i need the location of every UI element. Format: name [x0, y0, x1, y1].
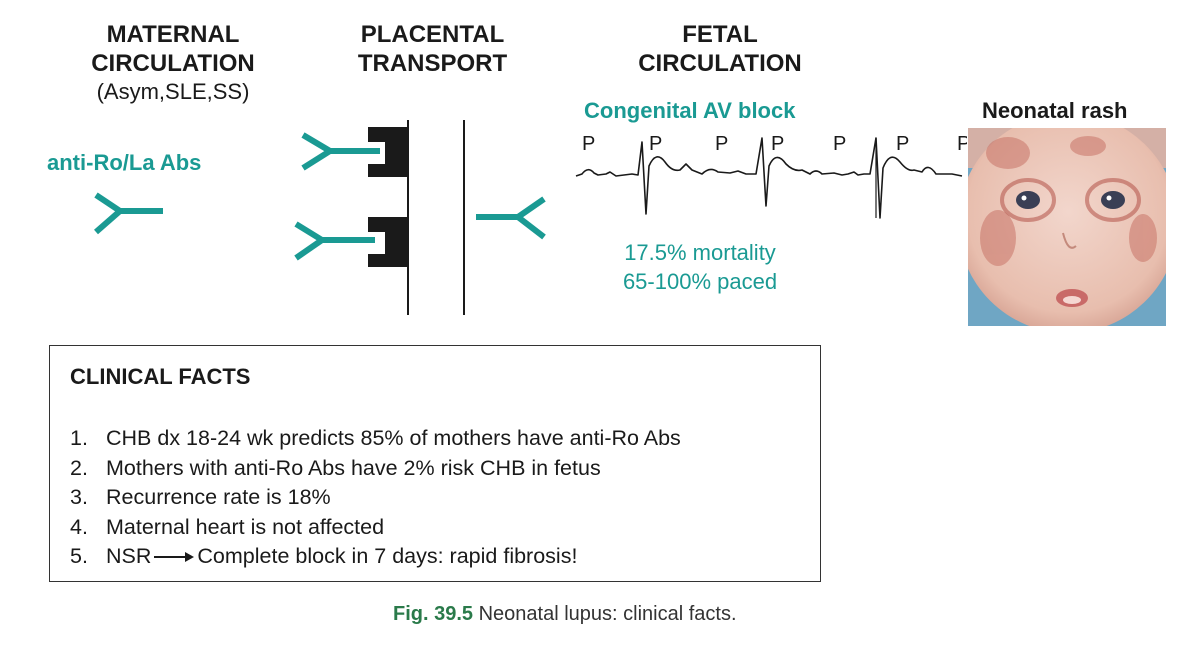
- ecg-p-label-2: P: [649, 133, 662, 155]
- maternal-header-line1: MATERNAL: [106, 21, 240, 48]
- stats-block: 17.5% mortality 65-100% paced: [580, 238, 820, 296]
- figure-caption: Fig. 39.5 Neonatal lupus: clinical facts…: [393, 603, 737, 626]
- list-item-text: Mothers with anti-Ro Abs have 2% risk CH…: [106, 455, 601, 480]
- fetal-header-line1: FETAL: [682, 21, 758, 48]
- paced-stat: 65-100% paced: [622, 269, 778, 294]
- list-item-number: 1.: [70, 426, 88, 450]
- ecg-p-label-5: P: [833, 133, 846, 155]
- ecg-p-label-3: P: [715, 133, 728, 155]
- neonatal-rash-photo: [968, 128, 1166, 326]
- list-item-number: 5.: [70, 544, 88, 568]
- list-item: 4. Maternal heart is not affected: [70, 513, 681, 543]
- fetal-header-line2: CIRCULATION: [638, 50, 802, 77]
- av-block-label: Congenital AV block: [584, 98, 796, 123]
- list-item: 5. NSR Complete block in 7 days: rapid fib…: [70, 542, 681, 572]
- ecg-p-label-7: P: [957, 133, 967, 155]
- list-item-number: 2.: [70, 455, 88, 480]
- ecg-p-label-4: P: [771, 133, 784, 155]
- receptor-icon-1: [368, 127, 408, 177]
- antibody-icon-bound-1: [301, 132, 380, 171]
- placental-receptors: [368, 127, 408, 267]
- antibody-icon-maternal: [94, 192, 163, 235]
- neonatal-rash-label: Neonatal rash: [982, 98, 1128, 123]
- figure-number: Fig. 39.5: [393, 603, 474, 625]
- antibody-icon-bound-2: [294, 221, 375, 261]
- placental-diagram: [94, 120, 546, 315]
- clinical-facts-title: CLINICAL FACTS: [70, 364, 251, 389]
- clinical-facts-box: CLINICAL FACTS 1. CHB dx 18-24 wk predict…: [49, 345, 821, 582]
- maternal-header-sub: (Asym,SLE,SS): [96, 79, 250, 104]
- list-item: 3. Recurrence rate is 18%: [70, 483, 681, 513]
- list-item-text-post: Complete block in 7 days: rapid fibrosis…: [197, 544, 578, 568]
- mortality-stat: 17.5% mortality: [624, 240, 776, 265]
- arrow-right-icon: [154, 550, 195, 564]
- antibody-label: anti-Ro/La Abs: [47, 150, 202, 175]
- placental-header-line1: PLACENTAL: [360, 21, 505, 48]
- ecg-p-label-6: P: [896, 133, 909, 155]
- list-item-number: 3.: [70, 485, 88, 509]
- ecg-trace: P P P P P P P: [575, 133, 967, 219]
- ecg-p-label-1: P: [582, 133, 595, 155]
- figure-caption-text: Neonatal lupus: clinical facts.: [473, 603, 737, 625]
- list-item-text: CHB dx 18-24 wk predicts 85% of mothers …: [106, 426, 681, 450]
- fetal-circulation-header: FETAL CIRCULATION: [600, 20, 840, 78]
- maternal-header-line2: CIRCULATION: [91, 50, 255, 77]
- list-item-text-pre: NSR: [106, 544, 152, 568]
- list-item-text: Recurrence rate is 18%: [106, 485, 331, 509]
- list-item: 1. CHB dx 18-24 wk predicts 85% of mother…: [70, 424, 681, 454]
- clinical-facts-list: 1. CHB dx 18-24 wk predicts 85% of mother…: [70, 424, 681, 572]
- antibody-icon-fetal: [476, 196, 546, 240]
- list-item-text: Maternal heart is not affected: [106, 514, 385, 539]
- placental-header-line2: TRANSPORT: [357, 50, 508, 77]
- placental-transport-header: PLACENTAL TRANSPORT: [325, 20, 540, 78]
- receptor-icon-2: [368, 217, 408, 267]
- list-item-number: 4.: [70, 514, 88, 539]
- list-item: 2. Mothers with anti-Ro Abs have 2% risk …: [70, 454, 681, 484]
- maternal-circulation-header: MATERNAL CIRCULATION (Asym,SLE,SS): [48, 20, 298, 106]
